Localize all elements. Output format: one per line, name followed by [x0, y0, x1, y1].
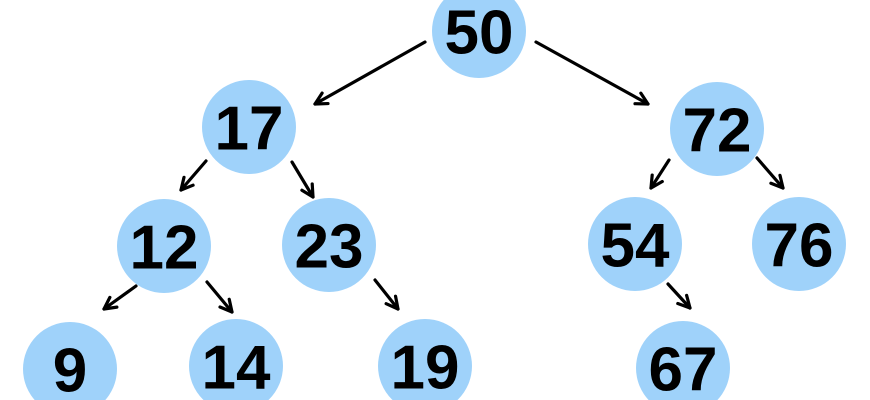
- edge-line: [755, 156, 785, 190]
- node-circle: [282, 198, 376, 292]
- edge-50-72: [534, 40, 650, 106]
- node-value: 72: [683, 96, 752, 165]
- edge-line: [290, 160, 315, 199]
- edge-line: [649, 158, 671, 190]
- nodes-layer: 50 17 72 12 23 54 76 9 14 19 67: [23, 0, 846, 400]
- node-circle: [670, 82, 764, 176]
- node-value: 76: [765, 211, 834, 280]
- arrowhead-icon: [676, 293, 692, 310]
- node-circle: [752, 197, 846, 291]
- arrowhead-icon: [218, 297, 234, 314]
- tree-node-67: 67: [636, 321, 730, 400]
- node-circle: [189, 319, 283, 400]
- node-value: 23: [295, 212, 364, 281]
- node-value: 17: [215, 94, 284, 163]
- node-value: 50: [445, 0, 514, 67]
- node-value: 67: [649, 335, 718, 400]
- tree-node-9: 9: [23, 322, 117, 400]
- arrowhead-icon: [769, 173, 785, 190]
- tree-node-14: 14: [189, 319, 283, 400]
- tree-node-19: 19: [378, 319, 472, 400]
- edge-72-76: [755, 156, 785, 190]
- edge-72-54: [649, 158, 671, 190]
- node-value: 14: [202, 333, 271, 400]
- node-value: 12: [130, 213, 199, 282]
- edges-layer: [102, 40, 785, 314]
- edge-line: [205, 280, 234, 314]
- node-value: 54: [601, 211, 670, 280]
- edge-50-17: [313, 40, 427, 106]
- node-value: 9: [53, 336, 87, 400]
- edge-line: [313, 40, 427, 106]
- tree-node-17: 17: [202, 80, 296, 174]
- node-circle: [636, 321, 730, 400]
- arrowhead-icon: [633, 91, 650, 106]
- arrowhead-icon: [300, 182, 315, 199]
- node-circle: [588, 197, 682, 291]
- arrowhead-icon: [649, 173, 664, 190]
- tree-node-54: 54: [588, 197, 682, 291]
- arrowhead-icon: [102, 295, 119, 311]
- edge-line: [102, 284, 138, 311]
- node-circle: [202, 80, 296, 174]
- edge-12-14: [205, 280, 234, 314]
- edge-line: [666, 282, 692, 310]
- arrowhead-icon: [313, 91, 330, 106]
- arrowhead-icon: [179, 175, 195, 192]
- tree-node-12: 12: [117, 199, 211, 293]
- edge-line: [534, 40, 650, 106]
- node-value: 19: [391, 333, 460, 400]
- edge-line: [179, 159, 208, 192]
- node-circle: [117, 199, 211, 293]
- arrowhead-icon: [384, 294, 400, 311]
- node-circle: [23, 322, 117, 400]
- edge-17-23: [290, 160, 315, 199]
- tree-node-50: 50: [432, 0, 526, 78]
- tree-node-23: 23: [282, 198, 376, 292]
- edge-54-67: [666, 282, 692, 310]
- edge-12-9: [102, 284, 138, 311]
- node-circle: [432, 0, 526, 78]
- edge-line: [373, 278, 400, 311]
- edge-17-12: [179, 159, 208, 192]
- tree-node-72: 72: [670, 82, 764, 176]
- node-circle: [378, 319, 472, 400]
- edge-23-19: [373, 278, 400, 311]
- tree-node-76: 76: [752, 197, 846, 291]
